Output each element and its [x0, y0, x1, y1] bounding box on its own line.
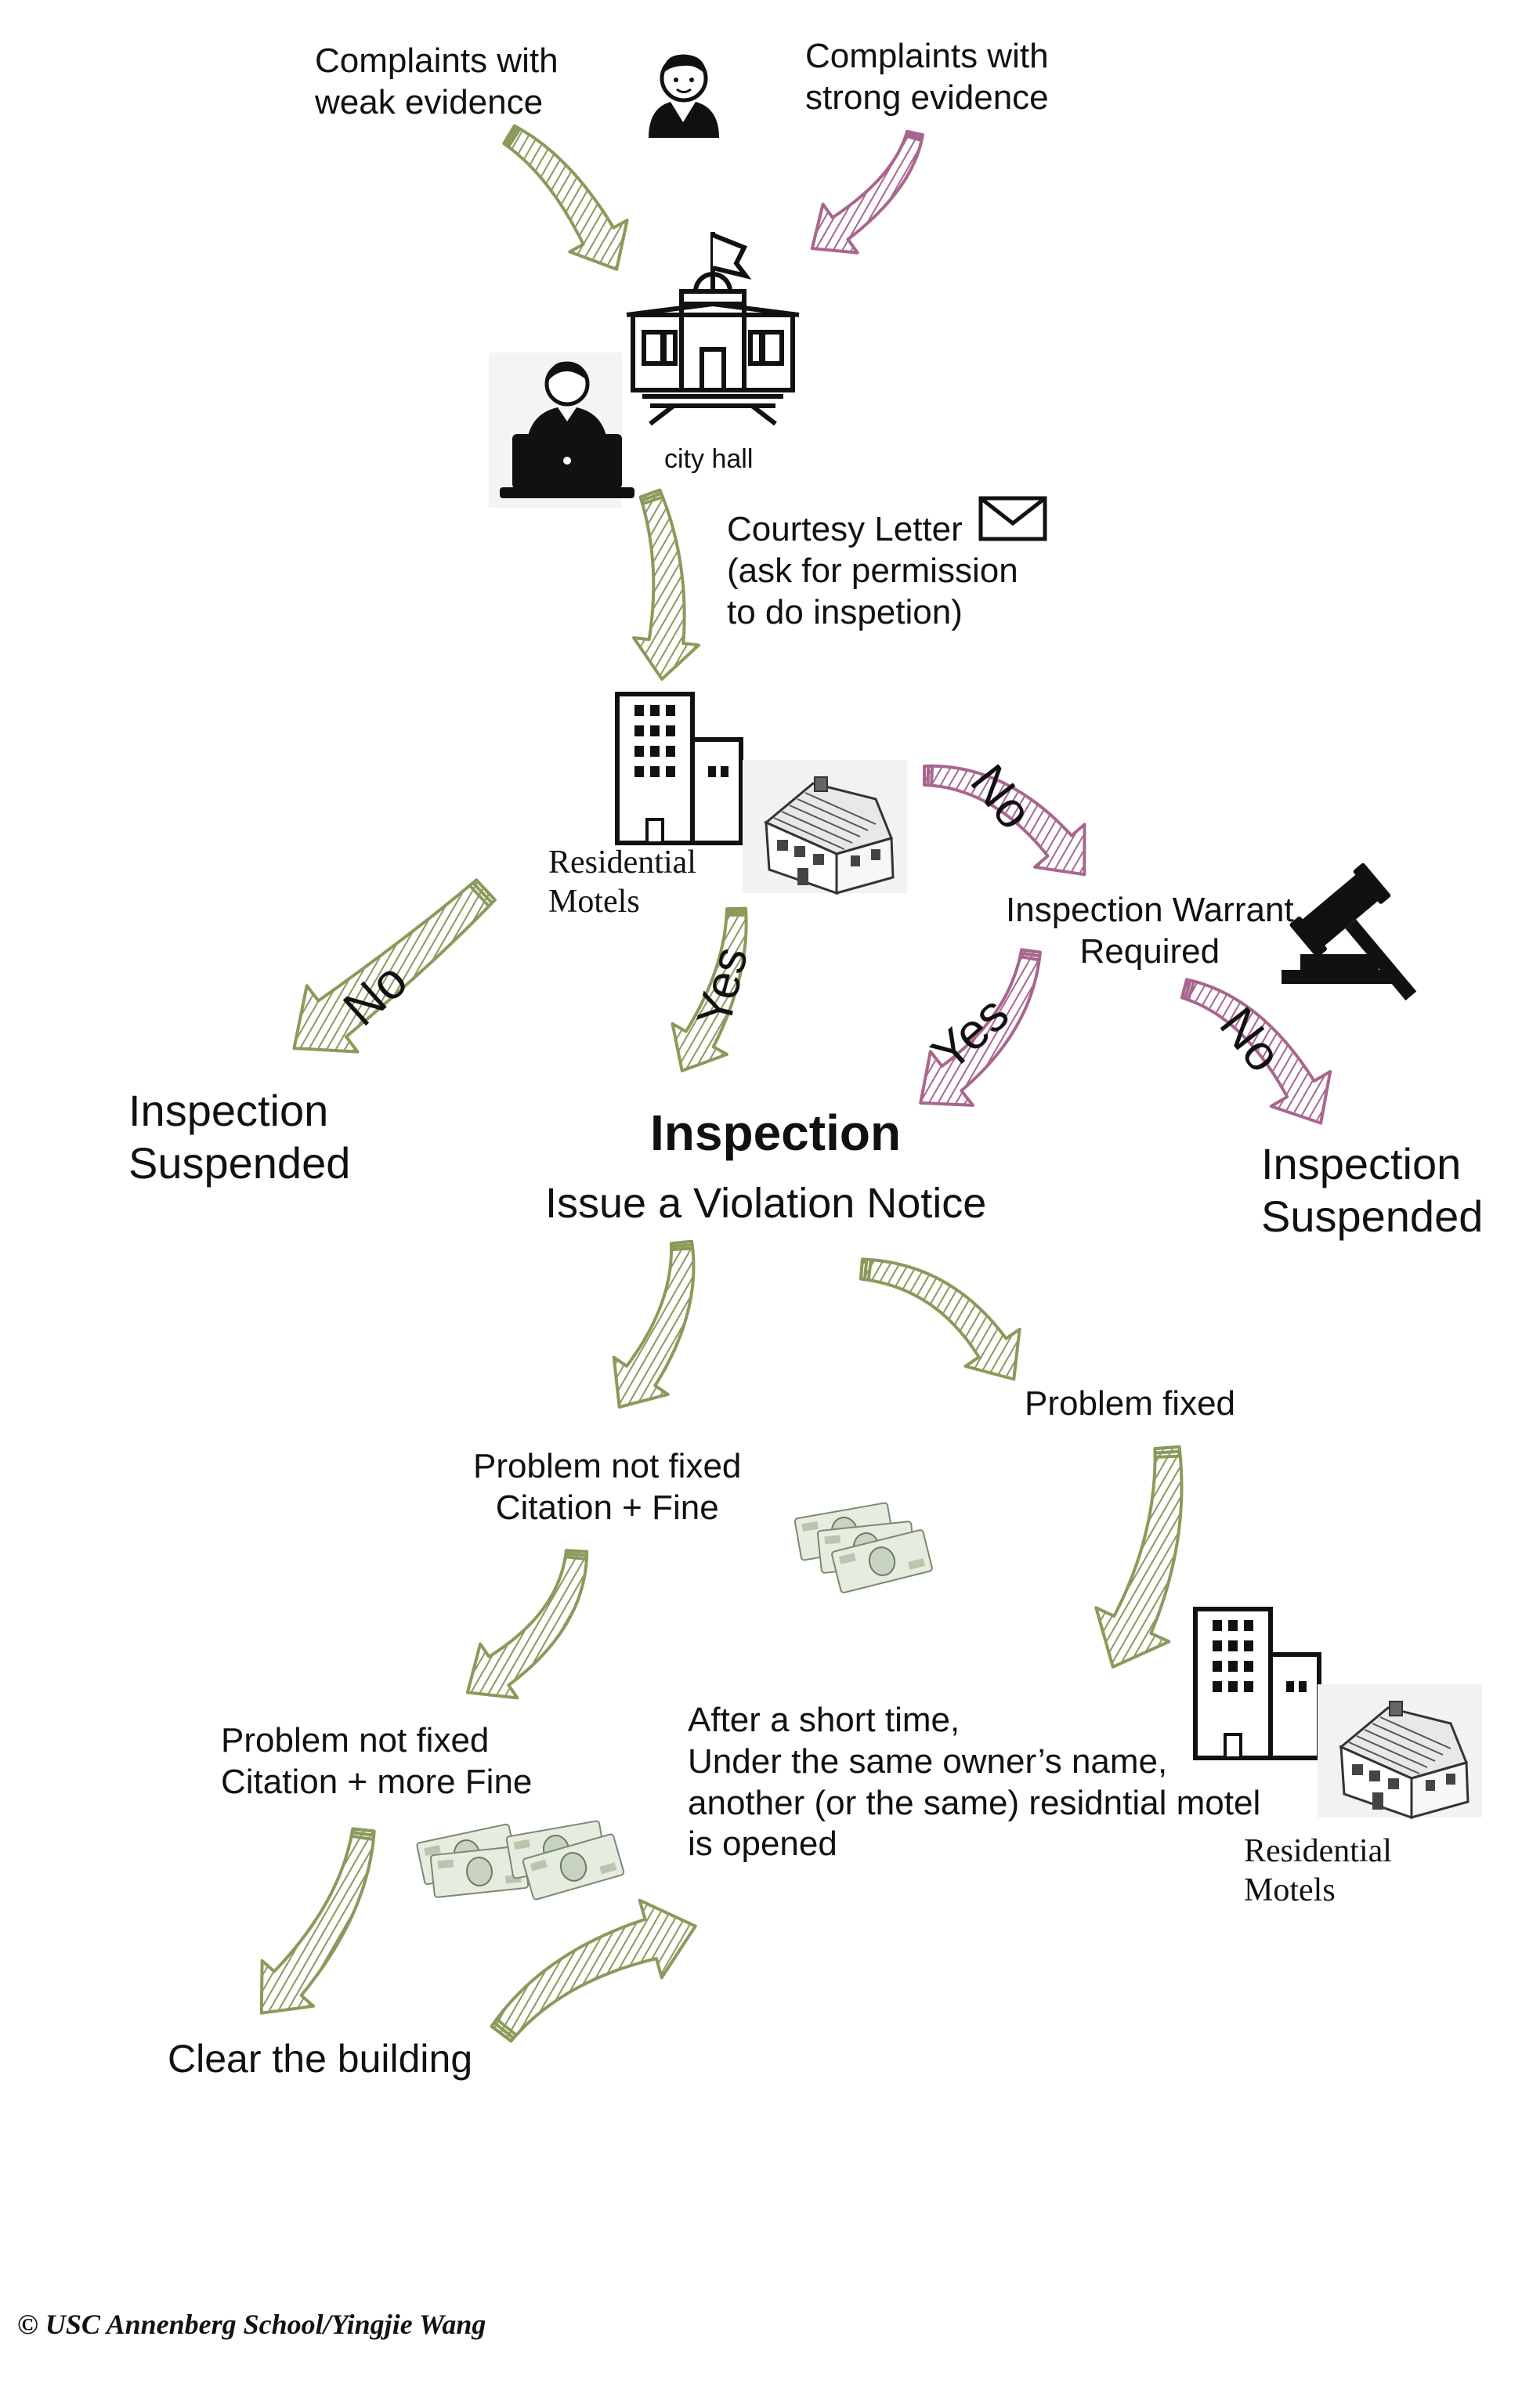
after-short-time-label: After a short time, Under the same owner… [688, 1701, 1261, 1864]
arrow-strong-to-cityhall-tail [906, 134, 922, 143]
arrow-clear-to-reopen [490, 1898, 697, 2043]
arrow-fixed-to-motels-tail [1155, 1445, 1180, 1451]
arrow-strong-to-cityhall-tail [906, 132, 923, 139]
arrow-motels-no-right-tail [930, 766, 934, 786]
arrow-warrant-yes-tail [1021, 951, 1040, 958]
inspection-warrant-label: Inspection Warrant Required [1006, 891, 1294, 971]
house-icon [1316, 1683, 1484, 1819]
arrow-clear-to-reopen-tail [493, 2021, 515, 2039]
arrow-group [259, 124, 1332, 2043]
arrow-morefine-to-clear-tail [352, 1827, 374, 1833]
problem-not-fixed-1-label: Problem not fixed Citation + Fine [473, 1447, 742, 1527]
arrow-cityhall-to-motels-tail [641, 492, 662, 502]
arrow-motels-no-left-tail [468, 884, 490, 907]
inspection-suspended-right-label: Inspection Suspended [1261, 1139, 1484, 1242]
courtesy-letter-label: Courtesy Letter (ask for permission to d… [727, 510, 1018, 631]
residential-motels-top-label: Residential Motels [548, 844, 696, 920]
arrow-warrant-no-tail [1184, 980, 1192, 1000]
inspection-title: Inspection [650, 1105, 902, 1161]
arrow-weak-to-cityhall-tail [504, 126, 519, 146]
building-icon [617, 694, 741, 843]
complaints-strong-label: Complaints with strong evidence [805, 37, 1049, 117]
problem-fixed-label: Problem fixed [1025, 1384, 1236, 1423]
money-icon [415, 1819, 626, 1901]
arrow-weak-to-cityhall-tail [507, 128, 522, 148]
inspection-suspended-left-label: Inspection Suspended [128, 1086, 351, 1188]
house-icon [741, 758, 909, 895]
gavel-icon [1282, 863, 1417, 1001]
envelope-icon [978, 496, 1047, 541]
arrow-inspection-fixed-tail [862, 1259, 869, 1280]
violation-notice-label: Issue a Violation Notice [545, 1180, 987, 1227]
arrow-fixed-to-motels-tail [1155, 1454, 1180, 1459]
arrow-warrant-yes-tail [1020, 955, 1039, 962]
arrow-clear-to-reopen-tail [496, 2018, 517, 2037]
city-hall-label: city hall [664, 444, 754, 474]
arrow-fine-to-morefine-tail [565, 1555, 587, 1561]
residential-motels-bottom-label: Residential Motels [1244, 1833, 1392, 1909]
arrow-weak-to-cityhall-tail [502, 125, 516, 145]
arrow-motels-no-left-tail [472, 881, 493, 904]
arrow-morefine-to-clear-tail [352, 1831, 374, 1837]
arrow-motels-yes [671, 906, 748, 1072]
arrow-fine-to-morefine-tail [566, 1549, 587, 1553]
city-hall-icon [626, 232, 800, 426]
arrow-clear-to-reopen-tail [490, 2025, 512, 2042]
arrow-motels-no-right [923, 764, 1086, 877]
money-icon [793, 1501, 934, 1594]
arrow-motels-no-right-tail [926, 766, 931, 786]
laptop-worker-icon [489, 353, 634, 508]
arrow-warrant-no-tail [1187, 981, 1196, 1000]
arrow-warrant-no-tail [1180, 978, 1188, 999]
arrow-inspection-fixed-tail [859, 1259, 864, 1279]
arrow-weak-to-cityhall [502, 124, 629, 271]
arrow-inspection-not-fixed-tail [671, 1246, 692, 1252]
arrow-inspection-not-fixed-tail [671, 1243, 692, 1249]
clear-building-label: Clear the building [168, 2037, 473, 2081]
arrow-strong-to-cityhall [810, 129, 924, 255]
arrow-fixed-to-motels [1094, 1445, 1184, 1669]
arrow-fine-to-morefine [465, 1549, 589, 1700]
arrow-inspection-not-fixed-tail [671, 1239, 692, 1246]
copyright-label: © USC Annenberg School/Yingjie Wang [17, 2309, 486, 2340]
arrow-inspection-fixed-tail [866, 1260, 873, 1280]
problem-not-fixed-2-label: Problem not fixed Citation + more Fine [221, 1721, 533, 1801]
arrow-inspection-not-fixed [612, 1239, 696, 1409]
arrow-cityhall-to-motels-tail [639, 488, 661, 499]
complaints-weak-label: Complaints with weak evidence [315, 42, 559, 121]
arrow-motels-no-left-tail [475, 878, 497, 902]
arrow-motels-no-left [292, 878, 497, 1054]
arrow-fixed-to-motels-tail [1155, 1449, 1180, 1455]
arrow-strong-to-cityhall-tail [906, 129, 924, 137]
arrow-warrant-yes [919, 948, 1042, 1107]
arrow-inspection-fixed [859, 1257, 1021, 1381]
arrow-cityhall-to-motels [632, 488, 700, 681]
person-icon [649, 54, 719, 138]
arrow-fine-to-morefine-tail [566, 1552, 587, 1557]
arrow-cityhall-to-motels-tail [642, 495, 663, 505]
arrow-morefine-to-clear-tail [351, 1834, 374, 1841]
arrow-warrant-no [1180, 978, 1332, 1125]
arrow-morefine-to-clear [259, 1827, 376, 2015]
arrow-warrant-yes-tail [1021, 948, 1041, 954]
